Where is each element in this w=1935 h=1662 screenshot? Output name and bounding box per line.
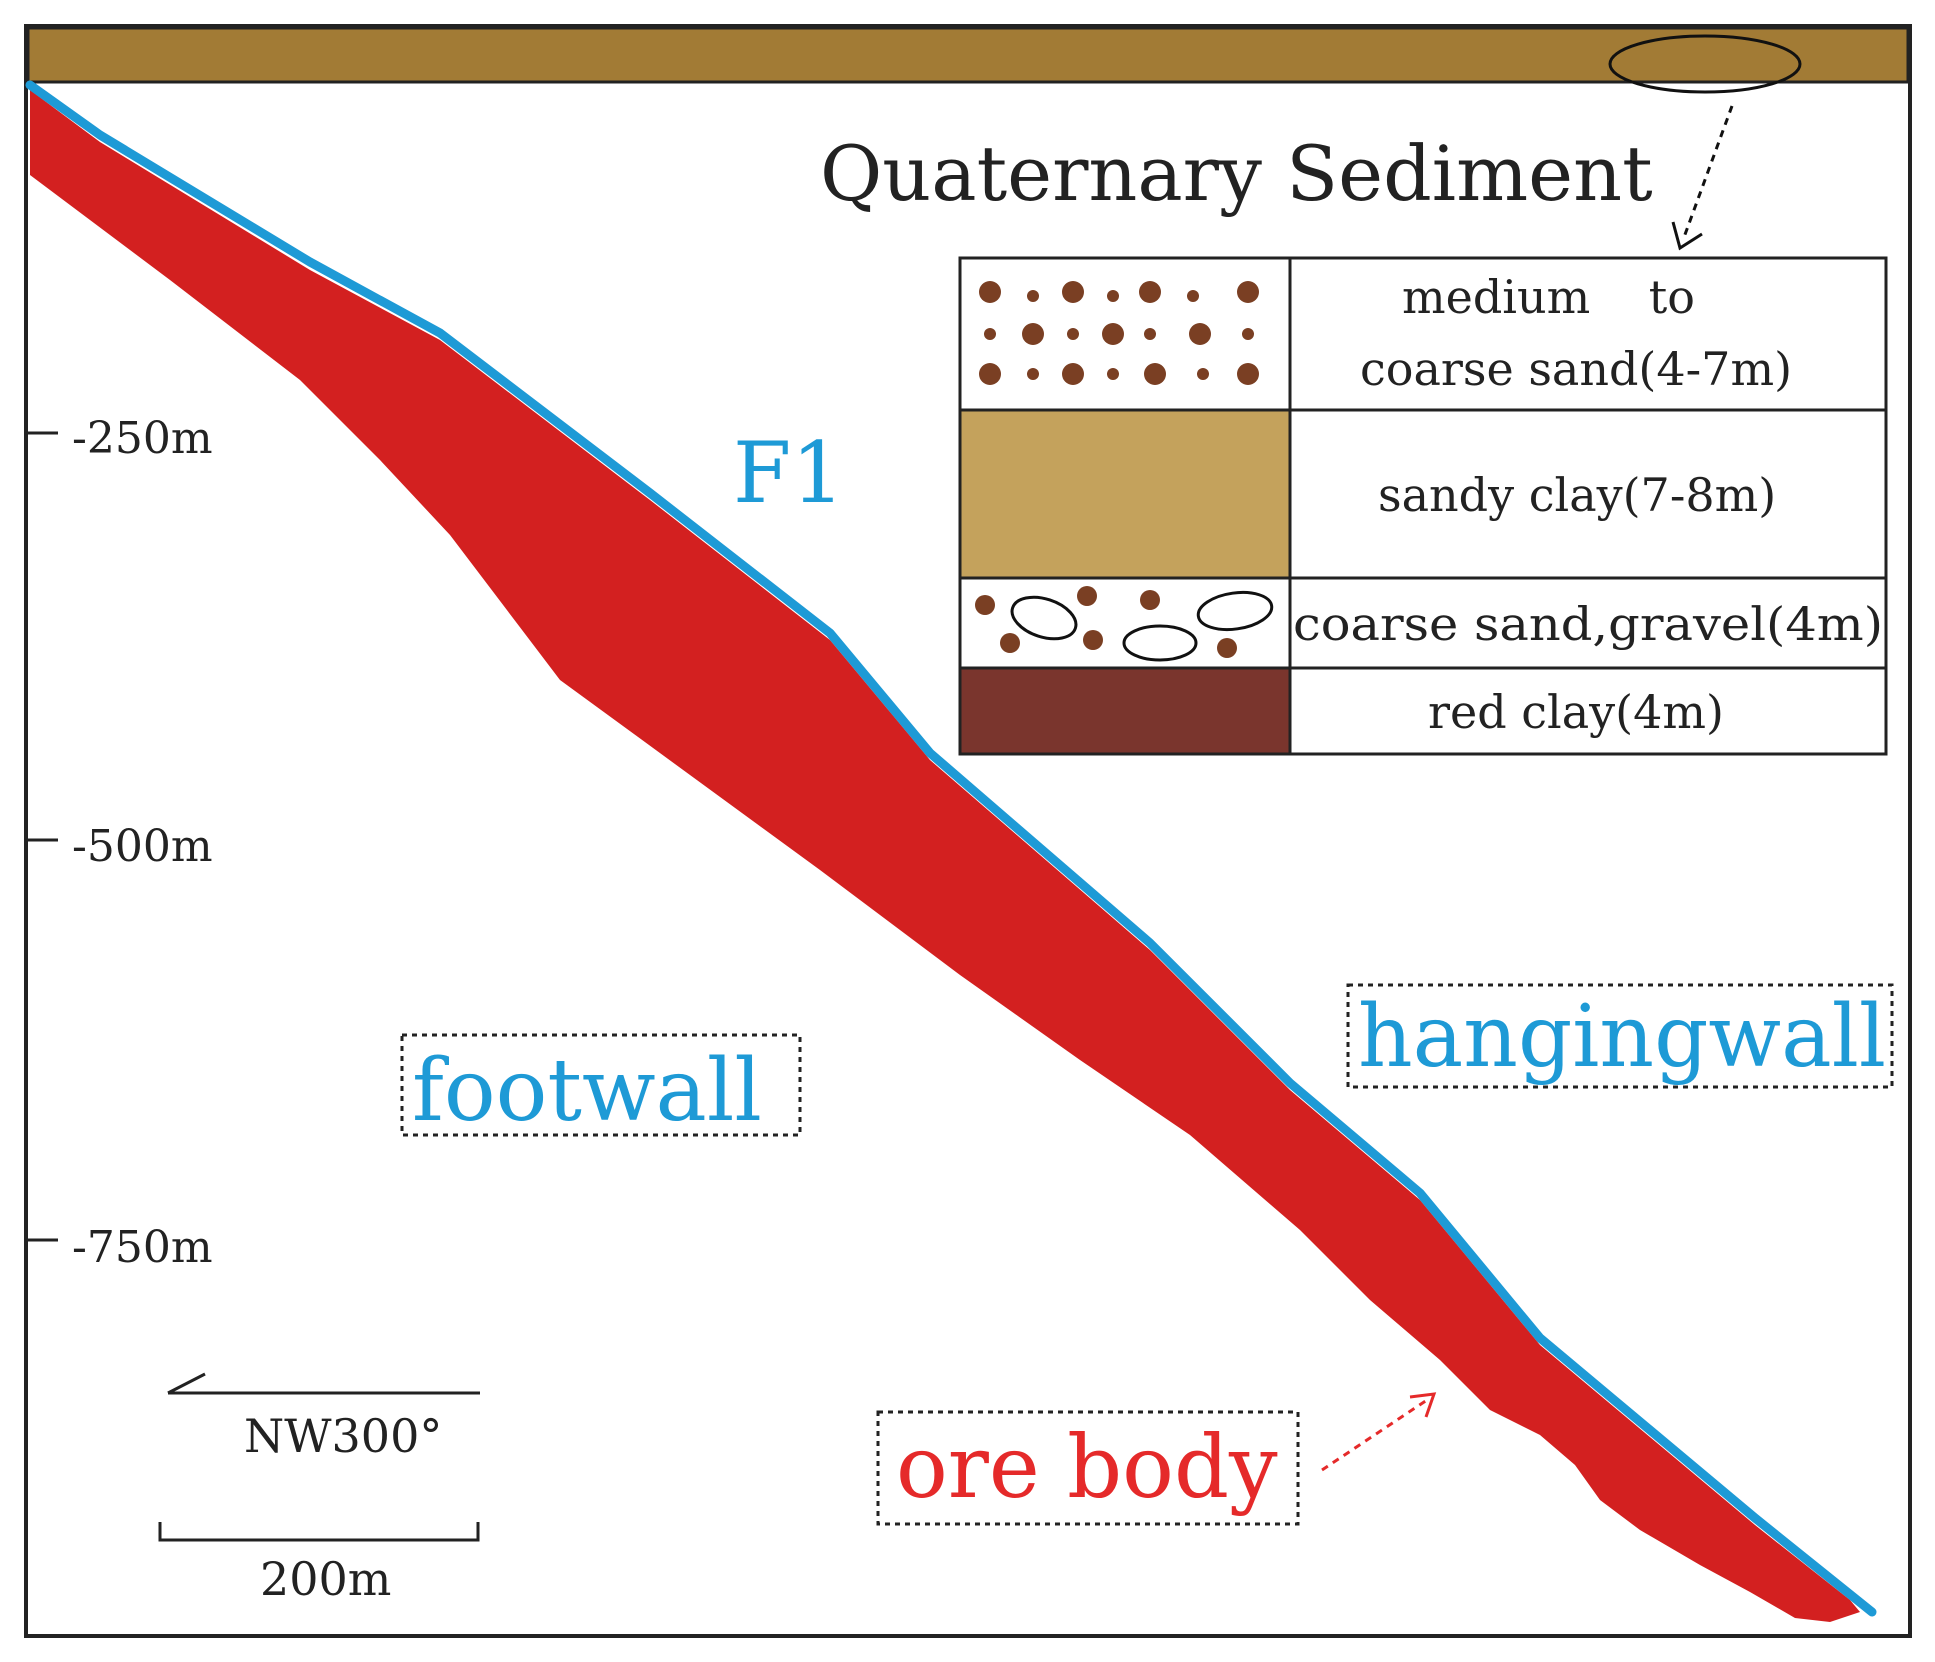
gravel-pattern — [975, 586, 1274, 662]
legend-label-coarse-sand-gravel: coarse sand,gravel(4m) — [1293, 597, 1883, 651]
legend-label-sandy-clay: sandy clay(7-8m) — [1378, 468, 1776, 522]
sand-dots-pattern — [979, 281, 1259, 385]
section-title: Quaternary Sediment — [820, 129, 1653, 218]
legend-label-coarse-sand-4-7m: coarse sand(4-7m) — [1360, 342, 1792, 396]
scale-bar: 200m — [158, 1522, 480, 1606]
legend-cell-red-clay — [1288, 666, 1888, 756]
hangingwall-label: hangingwall — [1358, 987, 1886, 1087]
ore-body-arrow — [1321, 1392, 1437, 1472]
scale-bar-label: 200m — [260, 1552, 391, 1606]
depth-label-750: -750m — [72, 1222, 213, 1273]
ore-body-label-box: ore body — [876, 1410, 1300, 1526]
callout-arrow — [1671, 105, 1734, 251]
hangingwall-label-box: hangingwall — [1346, 983, 1894, 1089]
legend-swatch-medium-coarse-sand — [958, 256, 1292, 412]
ore-body — [30, 90, 1860, 1622]
legend-swatch-red-clay — [958, 666, 1292, 756]
depth-tick-750: -750m — [28, 1222, 213, 1273]
legend-label-medium-to: medium to — [1402, 270, 1695, 324]
footwall-label: footwall — [412, 1041, 762, 1141]
depth-tick-250: -250m — [28, 413, 213, 464]
sediment-callout-ellipse — [1608, 34, 1802, 94]
legend-swatch-sandy-clay — [958, 408, 1292, 580]
legend-cell-medium-coarse-sand — [1288, 256, 1888, 412]
footwall-label-box: footwall — [400, 1033, 802, 1141]
ore-body-label: ore body — [896, 1418, 1278, 1518]
depth-tick-500: -500m — [28, 821, 213, 872]
depth-label-500: -500m — [72, 821, 213, 872]
direction-indicator: NW300° — [167, 1372, 480, 1463]
legend-cell-sandy-clay — [1288, 408, 1888, 580]
fault-line-f1 — [25, 80, 1877, 1617]
direction-label: NW300° — [244, 1409, 442, 1463]
legend-label-red-clay: red clay(4m) — [1428, 685, 1724, 739]
legend: medium to coarse sand(4-7m) sandy clay(7… — [958, 256, 1888, 756]
fault-label-f1: F1 — [733, 424, 845, 522]
depth-label-250: -250m — [72, 413, 213, 464]
quaternary-sediment-band — [26, 26, 1910, 84]
